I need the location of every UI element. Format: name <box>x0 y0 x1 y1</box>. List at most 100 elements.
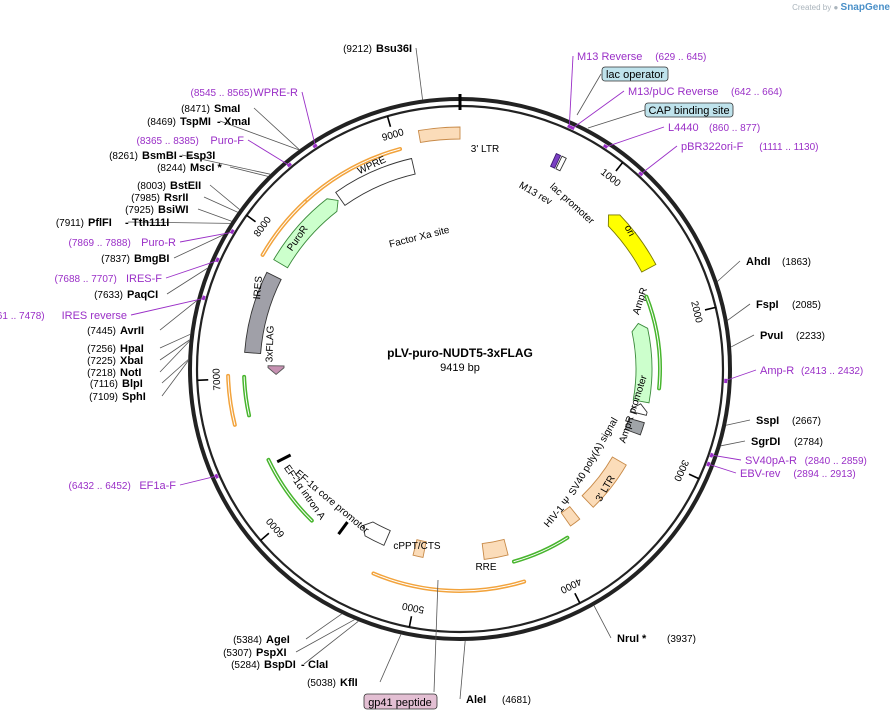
site-bsiwi[interactable]: (7925) BsiWI <box>125 204 232 222</box>
primer-range: (2894 .. 2913) <box>793 469 855 480</box>
site-hpai[interactable]: (7256)HpaI <box>87 333 191 355</box>
ltr-5-feature[interactable] <box>417 126 461 143</box>
ampr-feature[interactable] <box>631 322 653 404</box>
site-name: AhdI <box>746 256 770 268</box>
orf-arc-4-core[interactable] <box>227 375 236 426</box>
primer-amp-r[interactable]: Amp-R(2413 .. 2432) <box>724 365 864 384</box>
site-ahdi[interactable]: AhdI(1863) <box>717 256 811 282</box>
site-noti[interactable]: (7218)NotI <box>87 340 190 379</box>
cap-binding-box[interactable]: CAP binding site <box>644 102 734 118</box>
site-pos: (7225) <box>87 356 116 367</box>
tick-8000 <box>246 214 256 223</box>
primer-ires-reverse[interactable]: IRES reverse(7461 .. 7478) <box>0 295 206 322</box>
primer-puro-r[interactable]: Puro-R(7869 .. 7888) <box>69 229 235 249</box>
site-sspi[interactable]: SspI(2667) <box>726 415 821 427</box>
primer-mark <box>229 229 235 235</box>
orf-arc-4[interactable] <box>226 373 237 427</box>
primer-l4440[interactable]: L4440 (860 .. 877) <box>602 122 760 149</box>
translation-arc-3-core[interactable] <box>267 459 313 522</box>
site-sep: - <box>179 150 183 162</box>
feature-label-3xflag: 3xFLAG <box>264 325 276 362</box>
site-sphi[interactable]: (7109)SphI <box>89 360 189 403</box>
site-name: BstEII <box>170 180 201 192</box>
primer-range: (8545 .. 8565) <box>191 88 253 99</box>
site-msci[interactable]: (8244)MscI * <box>157 162 269 177</box>
primer-range: (860 .. 877) <box>709 123 760 134</box>
wpre-feature[interactable] <box>335 157 416 207</box>
primer-name: M13 Reverse <box>577 51 642 63</box>
site-pvui[interactable]: PvuI(2233) <box>730 330 825 348</box>
primer-m13-puc-reverse[interactable]: M13/pUC Reverse(642 .. 664) <box>569 86 782 131</box>
site-avrii[interactable]: (7445)AvrII <box>87 300 197 337</box>
site-name: NruI * <box>617 633 647 645</box>
site-blpi[interactable]: (7116)BlpI <box>90 359 189 390</box>
ires-feature[interactable] <box>244 271 282 355</box>
primer-sv40pa-r[interactable]: SV40pA-R(2840 .. 2859) <box>709 452 867 467</box>
credit-brand: SnapGene <box>840 2 890 13</box>
m13-rev-feature[interactable] <box>549 152 562 169</box>
tick-label-2000: 2000 <box>688 300 704 325</box>
orf-arc-1-core[interactable] <box>304 148 401 203</box>
site-paqci[interactable]: (7633)PaqCI <box>94 267 208 301</box>
primer-name: EF1a-F <box>139 480 176 492</box>
primer-range: (2840 .. 2859) <box>805 456 867 467</box>
puror-feature[interactable] <box>273 198 339 269</box>
lac-promoter-feature[interactable] <box>555 155 567 172</box>
site-sgrdi[interactable]: SgrDI(2784) <box>720 436 823 448</box>
translation-arc-2[interactable] <box>511 535 570 564</box>
site-pspxi[interactable]: (5307)PspXI <box>223 619 355 659</box>
site-bsu36i[interactable]: (9212)Bsu36I <box>343 43 423 100</box>
site-pos: (5384) <box>233 635 262 646</box>
site-smai[interactable]: (8471)SmaI <box>181 103 300 150</box>
primer-mark <box>201 295 206 301</box>
ori-feature[interactable] <box>607 214 657 273</box>
ef1a-promoter-feature[interactable] <box>362 521 391 546</box>
site-rsrii[interactable]: (7985)RsrII <box>131 192 238 213</box>
primer-name: EBV-rev <box>740 468 781 480</box>
site-nrui[interactable]: NruI *(3937) <box>593 605 696 645</box>
site-fspi[interactable]: FspI(2085) <box>727 299 821 321</box>
gp41-peptide-box[interactable]: gp41 peptide <box>363 693 438 710</box>
primer-ef1a-f[interactable]: EF1a-F(6432 .. 6452) <box>69 473 219 492</box>
site-xbai[interactable]: (7225)XbaI <box>87 339 190 367</box>
site-pos: (7925) <box>125 205 154 216</box>
ltr-3-feature[interactable] <box>581 456 627 508</box>
primer-wpre-r[interactable]: WPRE-R(8545 .. 8565) <box>191 87 318 149</box>
site-kfli[interactable]: (5038)KflI <box>307 634 402 689</box>
tick-4000 <box>574 592 581 604</box>
site-sep: - <box>125 217 129 229</box>
primer-ebv-rev[interactable]: EBV-rev (2894 .. 2913) <box>706 461 856 480</box>
site-name: BsiWI <box>158 204 189 216</box>
site-bmgbi[interactable]: (7837)BmgBI <box>101 234 224 265</box>
hiv-psi-feature[interactable] <box>560 505 581 527</box>
translation-arc-1-core[interactable] <box>645 296 661 389</box>
primer-name: L4440 <box>668 122 699 134</box>
primer-pbr322ori-f[interactable]: pBR322ori-F(1111 .. 1130) <box>638 141 818 177</box>
orf-arc-3-core[interactable] <box>372 572 525 592</box>
site-name: BlpI <box>122 378 143 390</box>
ef1a-promoter-marker <box>337 521 349 536</box>
site-alei[interactable]: AleI(4681) <box>459 640 531 706</box>
flag-feature[interactable] <box>267 365 285 376</box>
orf-arc-3[interactable] <box>371 571 527 593</box>
ampr-promoter-feature[interactable] <box>630 403 648 416</box>
site-bsteii[interactable]: (8003)BstEII <box>137 180 240 210</box>
primer-ires-f[interactable]: IRES-F(7688 .. 7707) <box>55 257 220 285</box>
orf-arc-2-core[interactable] <box>262 201 306 256</box>
lac-operator-box[interactable]: lac operator <box>601 66 669 82</box>
site-agei[interactable]: (5384)AgeI <box>233 613 342 646</box>
feature-label-ires: IRES <box>252 275 265 300</box>
rre-feature[interactable] <box>481 538 509 560</box>
sv40-polya-feature[interactable] <box>624 417 645 436</box>
primer-m13-reverse[interactable]: M13 Reverse(629 .. 645) <box>567 51 707 129</box>
cpptcts-feature[interactable] <box>412 539 427 558</box>
translation-arc-4-core[interactable] <box>243 376 250 416</box>
primer-puro-f[interactable]: Puro-F(8365 .. 8385) <box>137 135 292 168</box>
translation-arc-2-core[interactable] <box>513 537 568 563</box>
site-name: HpaI <box>120 343 144 355</box>
